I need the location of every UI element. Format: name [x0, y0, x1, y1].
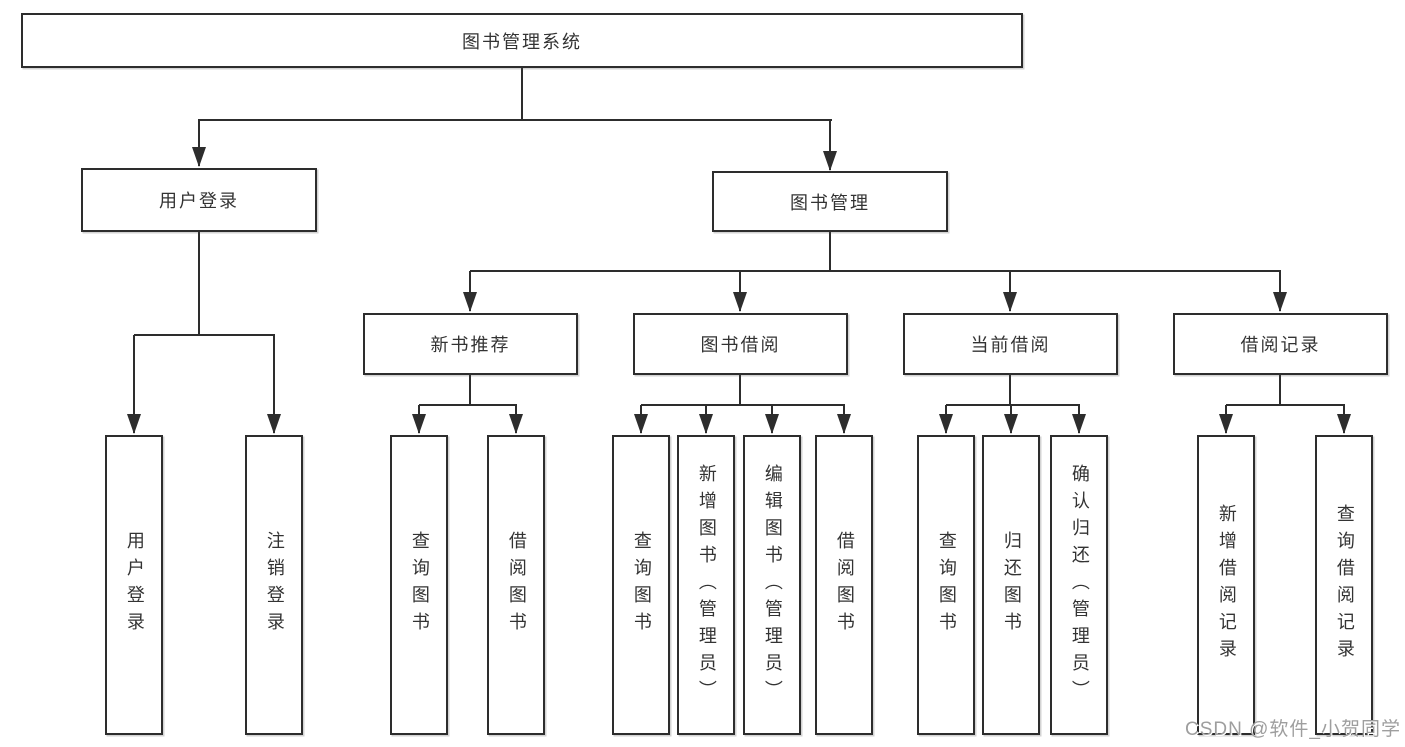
- node-leaf-user-login: 用户登录: [105, 435, 163, 735]
- node-leaf-current-confirm-return-admin: 确认归还（管理员）: [1050, 435, 1108, 735]
- node-leaf-add-borrow-record: 新增借阅记录: [1197, 435, 1255, 735]
- node-borrow-records: 借阅记录: [1173, 313, 1388, 375]
- node-book-borrow: 图书借阅: [633, 313, 848, 375]
- node-leaf-borrow-borrow-books: 借阅图书: [815, 435, 873, 735]
- node-current-borrow: 当前借阅: [903, 313, 1118, 375]
- node-new-book-recommend: 新书推荐: [363, 313, 578, 375]
- node-leaf-logout: 注销登录: [245, 435, 303, 735]
- node-user-login: 用户登录: [81, 168, 317, 232]
- node-leaf-borrow-add-books-admin: 新增图书（管理员）: [677, 435, 735, 735]
- node-leaf-current-return-books: 归还图书: [982, 435, 1040, 735]
- node-book-management: 图书管理: [712, 171, 948, 232]
- node-leaf-recommend-query-books: 查询图书: [390, 435, 448, 735]
- node-leaf-query-borrow-record: 查询借阅记录: [1315, 435, 1373, 735]
- node-library-management-system: 图书管理系统: [21, 13, 1023, 68]
- node-leaf-borrow-edit-books-admin: 编辑图书（管理员）: [743, 435, 801, 735]
- node-leaf-current-query-books: 查询图书: [917, 435, 975, 735]
- node-leaf-recommend-borrow-books: 借阅图书: [487, 435, 545, 735]
- node-leaf-borrow-query-books: 查询图书: [612, 435, 670, 735]
- csdn-watermark: CSDN @软件_小贺同学: [1185, 719, 1401, 740]
